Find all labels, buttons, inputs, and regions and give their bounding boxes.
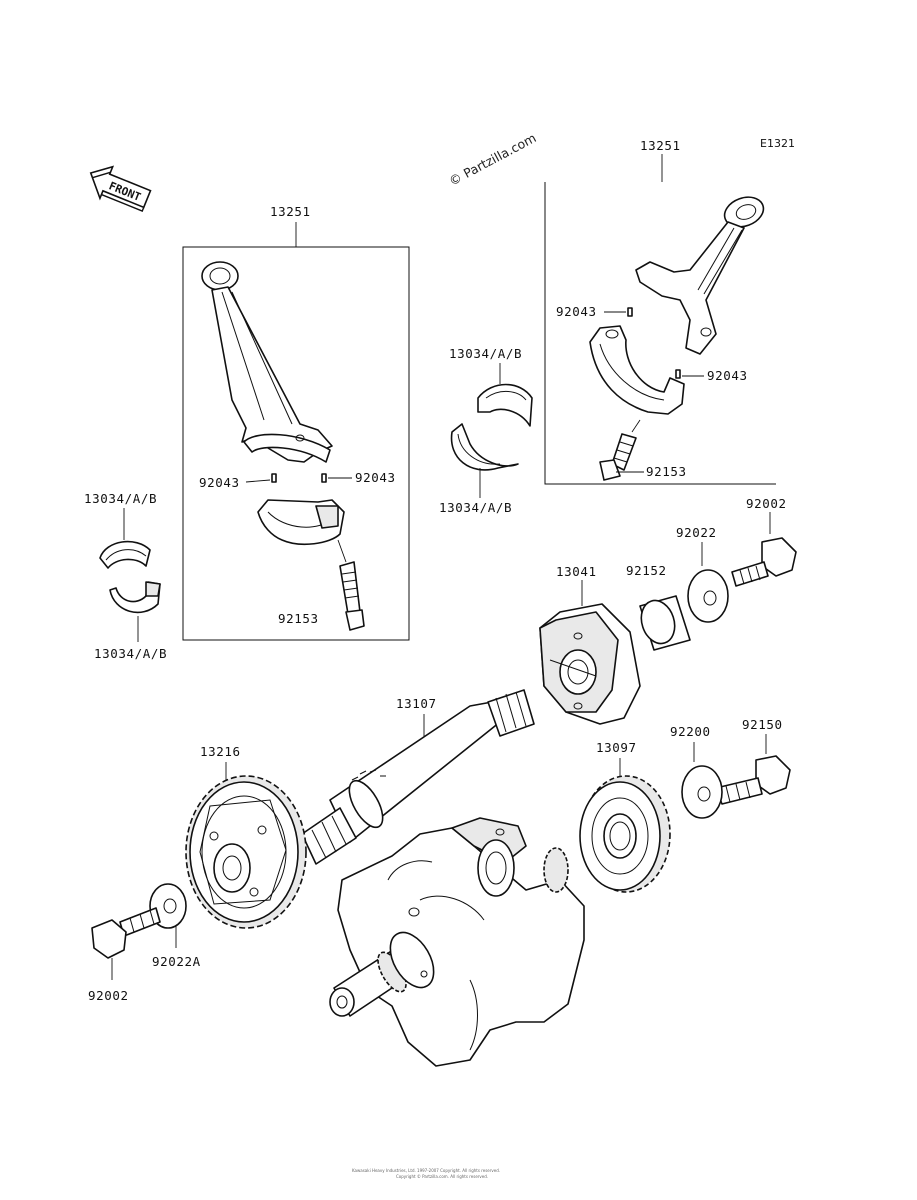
bolt-upper-right xyxy=(731,537,797,587)
gear-right xyxy=(579,775,671,893)
connecting-rod-left xyxy=(201,261,333,463)
collar xyxy=(639,595,691,651)
bearing-shell-mid-lower xyxy=(450,423,519,471)
label-bearing-left-top: 13034/A/B xyxy=(84,491,157,506)
label-rod-right: 13251 xyxy=(640,138,681,153)
label-bolt-left: 92153 xyxy=(278,611,319,626)
dowel-pin-right-a xyxy=(627,307,633,317)
label-gear-r: 13097 xyxy=(596,740,637,755)
label-pin-left-a: 92043 xyxy=(199,475,240,490)
front-arrow-icon: FRONT xyxy=(89,165,152,212)
dowel-pin-right-b xyxy=(675,369,681,379)
label-rod-left: 13251 xyxy=(270,204,311,219)
washer-upper-right xyxy=(687,569,729,623)
footer-line-2: Copyright © Partzilla.com. All rights re… xyxy=(396,1174,488,1179)
label-washer-r2: 92200 xyxy=(670,724,711,739)
label-bolt-tr: 92002 xyxy=(746,496,787,511)
rod-cap-right xyxy=(589,325,685,415)
connecting-rod-right xyxy=(635,196,765,355)
rod-cap-left xyxy=(257,499,345,546)
label-bolt-right: 92153 xyxy=(646,464,687,479)
label-washer-l: 92022A xyxy=(152,954,201,969)
label-collar: 92152 xyxy=(626,563,667,578)
label-washer-tr: 92022 xyxy=(676,525,717,540)
gear-left xyxy=(185,775,307,929)
watermark: © Partzilla.com xyxy=(446,130,538,189)
label-pin-right-a: 92043 xyxy=(556,304,597,319)
bearing-shell-mid-upper xyxy=(477,383,533,427)
label-balancer: 13041 xyxy=(556,564,597,579)
bolt-right-lower xyxy=(715,755,791,805)
label-pin-left-b: 92043 xyxy=(355,470,396,485)
label-gear-l: 13216 xyxy=(200,744,241,759)
diagram-code: E1321 xyxy=(760,137,795,150)
cap-bolt-left xyxy=(337,539,365,631)
label-bearing-mid-top: 13034/A/B xyxy=(449,346,522,361)
label-bolt-r2: 92150 xyxy=(742,717,783,732)
balancer-shaft xyxy=(301,689,535,865)
rod-right-frame xyxy=(544,182,776,485)
bolt-left xyxy=(91,907,161,959)
footer-line-1: Kawasaki Heavy Industries, Ltd. 1997-200… xyxy=(352,1168,500,1173)
label-shaft: 13107 xyxy=(396,696,437,711)
balancer-weight xyxy=(539,603,641,725)
dowel-pin-left-b xyxy=(321,473,327,483)
label-bearing-left-bottom: 13034/A/B xyxy=(94,646,167,661)
bearing-shell-left-lower xyxy=(109,581,161,614)
label-pin-right-b: 92043 xyxy=(707,368,748,383)
label-bearing-mid-bottom: 13034/A/B xyxy=(439,500,512,515)
washer-right-lower xyxy=(681,765,723,819)
crankshaft xyxy=(329,817,585,1067)
cap-bolt-right xyxy=(599,419,641,481)
label-bolt-l: 92002 xyxy=(88,988,129,1003)
bearing-shell-left-upper xyxy=(99,540,151,569)
dowel-pin-left-a xyxy=(271,473,277,483)
